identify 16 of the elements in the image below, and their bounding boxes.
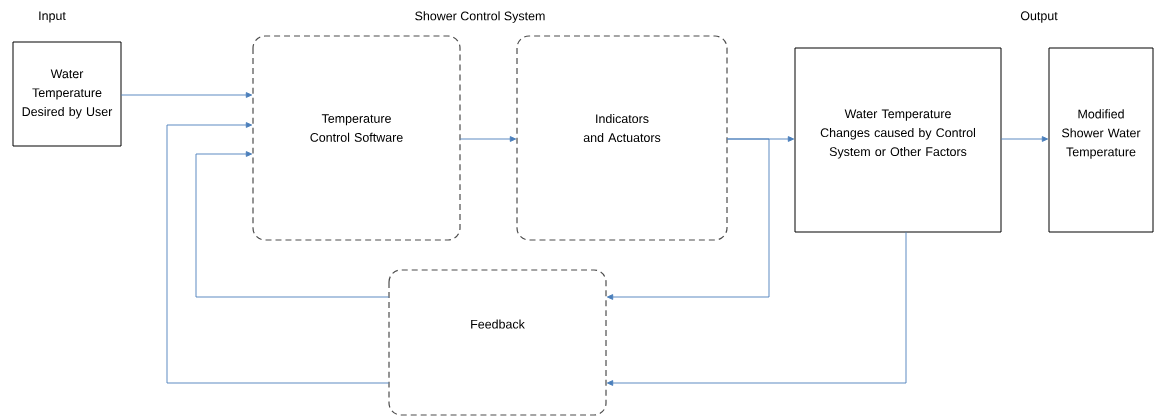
arrow (120, 92, 253, 98)
section-heading: Output (1020, 11, 1058, 23)
process-box: Modified Shower Water Temperature (1048, 47, 1154, 233)
section-heading: Input (39, 11, 66, 23)
dashed-process-box: Feedback (388, 269, 607, 416)
arrow (606, 231, 907, 386)
arrow (459, 136, 517, 142)
arrow (195, 151, 390, 298)
arrow (606, 138, 770, 300)
dashed-process-box: Indicators and Actuators (516, 35, 728, 241)
process-box: Water Temperature Changes caused by Control System or Other Factors (794, 47, 1002, 233)
dashed-process-box: Temperature Control Software (252, 35, 461, 241)
arrow (166, 122, 390, 384)
section-heading: Shower Control System (415, 11, 545, 23)
process-box: Water Temperature Desired by User (12, 41, 122, 147)
arrow (1000, 136, 1049, 142)
